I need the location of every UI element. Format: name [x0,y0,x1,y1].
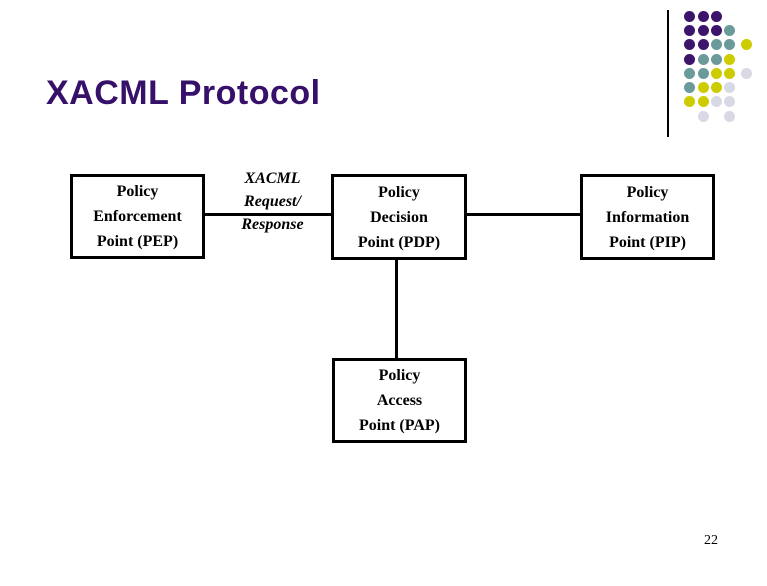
decoration-dot [698,54,709,65]
edge-label-line: XACML [244,170,301,187]
node-policy-enforcement-point: Policy Enforcement Point (PEP) [70,174,205,259]
node-text-line: Policy [378,183,420,201]
node-text-line: Enforcement [93,208,182,225]
decoration-dot [724,82,735,93]
decoration-dot [684,68,695,79]
slide-title: XACML Protocol [46,74,321,112]
node-policy-access-point: Policy Access Point (PAP) [332,358,467,443]
connector-pep-pdp [205,213,331,216]
edge-label-xacml-request-response: XACML Request/ Response [225,167,320,236]
decoration-dot [711,39,722,50]
decoration-dot [724,96,735,107]
node-text-line: Information [605,208,690,226]
node-policy-information-point: Policy Information Point (PIP) [580,174,715,260]
decoration-dot [711,96,722,107]
decoration-vertical-line [667,10,669,137]
node-text-line: Policy [116,183,159,200]
decoration-dot [698,82,709,93]
connector-pdp-pip [467,213,580,216]
decoration-dot [711,54,722,65]
decoration-dot [724,54,735,65]
edge-label-line: Response [241,216,304,233]
decoration-dot [741,39,752,50]
decoration-dot [711,11,722,22]
decoration-dot [684,54,695,65]
decoration-dot [698,39,709,50]
decoration-dot [684,39,695,50]
decoration-dot [724,111,735,122]
decoration-dot [711,68,722,79]
decoration-dot [724,39,735,50]
decoration-dot [684,11,695,22]
node-text-line: Point (PAP) [358,417,440,434]
decoration-dot [698,96,709,107]
node-text-line: Point (PEP) [96,233,179,250]
decoration-dot [724,68,735,79]
decoration-dot [698,11,709,22]
node-policy-decision-point: Policy Decision Point (PDP) [331,174,467,260]
decoration-dot [711,25,722,36]
corner-dots-decoration [684,11,759,126]
decoration-dot [724,25,735,36]
decoration-dot [684,96,695,107]
node-text-line: Access [376,392,423,409]
decoration-dot [684,25,695,36]
decoration-dot [698,68,709,79]
node-text-line: Point (PIP) [609,233,686,251]
node-text-line: Decision [370,208,428,226]
node-text-line: Point (PDP) [357,233,441,251]
decoration-dot [698,111,709,122]
decoration-dot [698,25,709,36]
decoration-dot [684,82,695,93]
connector-pdp-pap [395,259,398,359]
edge-label-line: Request/ [244,193,301,210]
decoration-dot [741,68,752,79]
decoration-dot [711,82,722,93]
page-number: 22 [704,533,718,548]
node-text-line: Policy [378,367,421,384]
node-text-line: Policy [626,183,669,201]
